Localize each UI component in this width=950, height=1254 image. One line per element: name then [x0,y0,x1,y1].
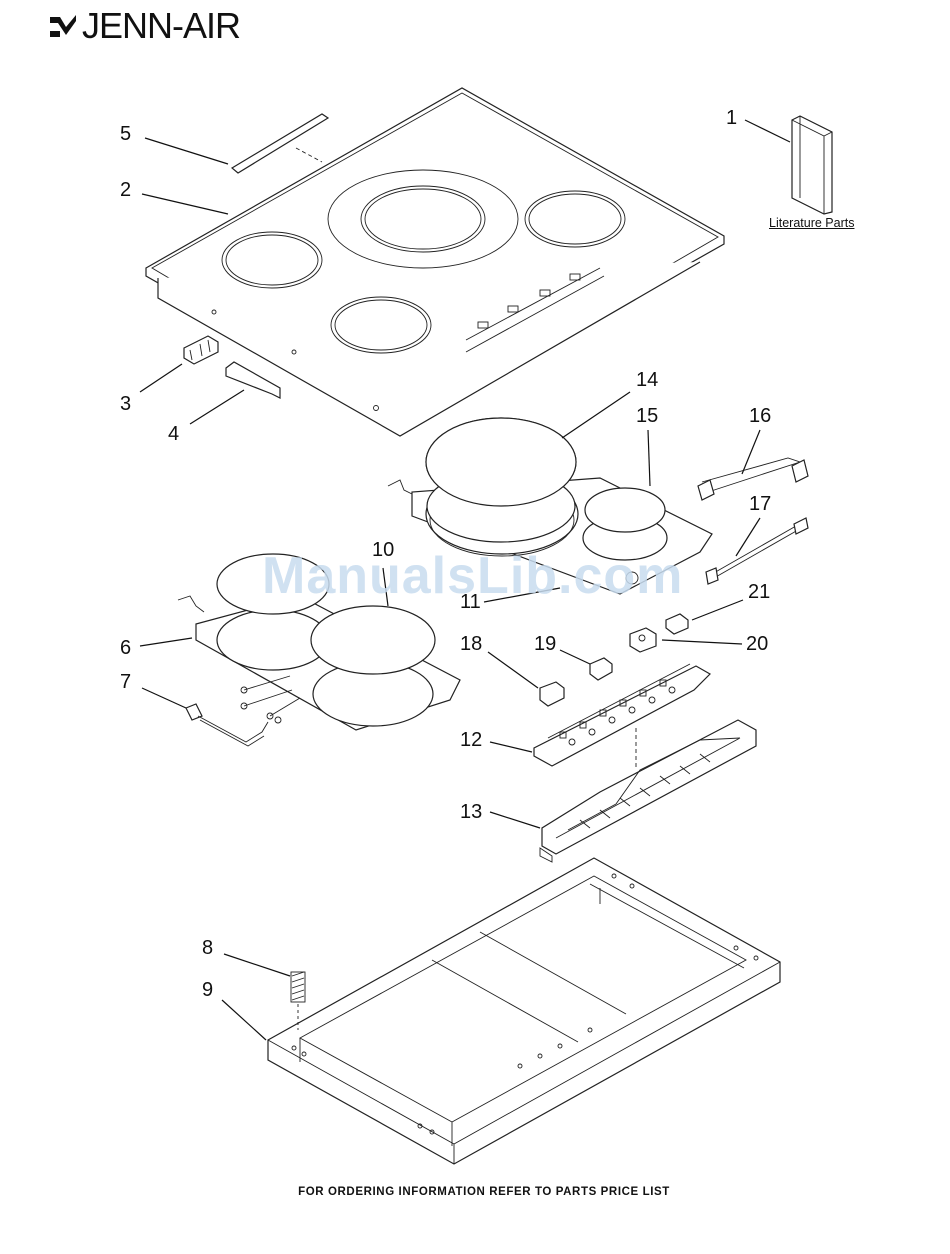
part-4-shield [226,362,280,398]
part-17-wire-harness [706,518,808,584]
part-14-element-large [426,418,576,542]
callout-5: 5 [120,123,131,145]
callout-6: 6 [120,637,131,659]
callout-9: 9 [202,979,213,1001]
callout-21: 21 [748,581,770,603]
part-3-bracket [184,336,218,364]
watermark: ManualsLib.com [262,546,683,606]
part-21-component [666,614,688,634]
callout-17: 17 [749,493,771,515]
part-1-literature [792,116,832,214]
callout-19: 19 [534,633,556,655]
callout-7: 7 [120,671,131,693]
callout-3: 3 [120,393,131,415]
callout-13: 13 [460,801,482,823]
callout-8: 8 [202,937,213,959]
part-19-component [590,658,612,680]
part-15-element-small [585,488,665,532]
callout-15: 15 [636,405,658,427]
callout-1: 1 [726,107,737,129]
callout-4: 4 [168,423,179,445]
callout-16: 16 [749,405,771,427]
footer-note: FOR ORDERING INFORMATION REFER TO PARTS … [0,1186,950,1198]
part-18-component [540,682,564,706]
part-9-frame [268,858,780,1164]
callout-14: 14 [636,369,658,391]
callout-20: 20 [746,633,768,655]
part-5-trim-strip [232,114,328,173]
callout-2: 2 [120,179,131,201]
literature-parts-label: Literature Parts [769,216,854,230]
part-20-component [630,628,656,652]
callout-12: 12 [460,729,482,751]
part-7-cable [186,704,268,746]
callout-18: 18 [460,633,482,655]
